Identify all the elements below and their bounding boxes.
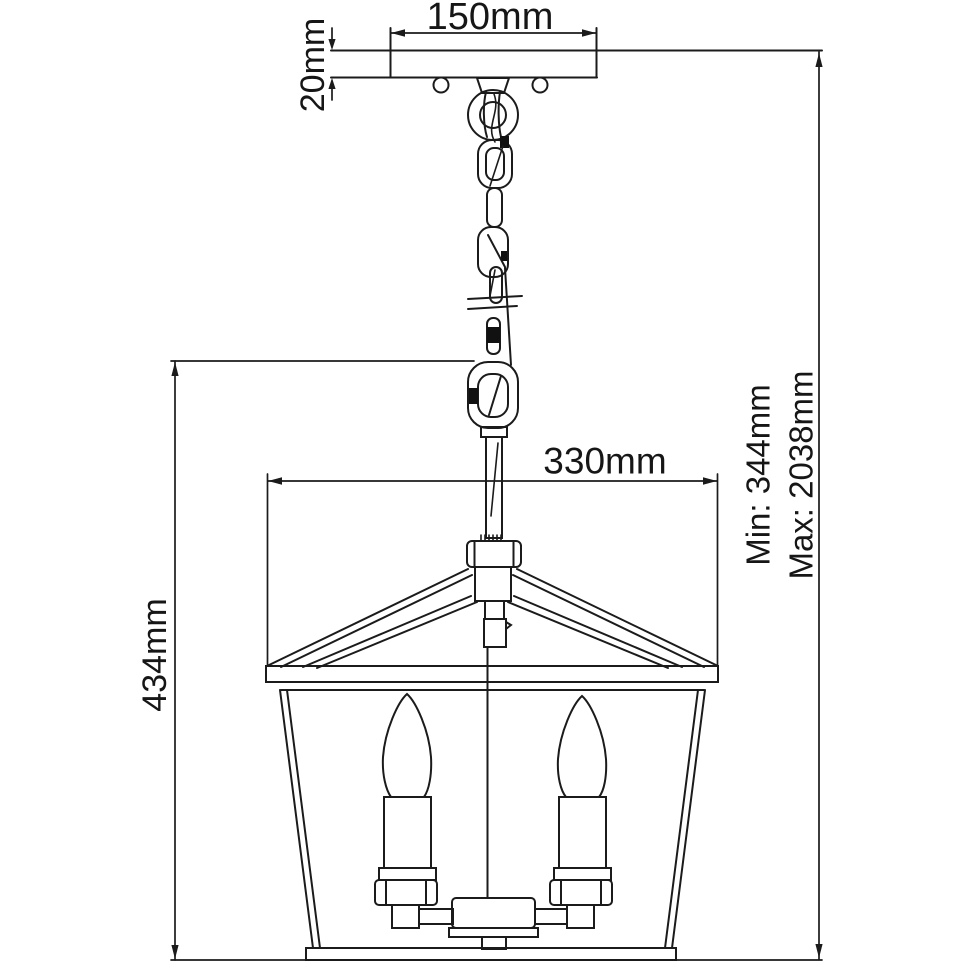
hook-ring-inner <box>479 101 507 129</box>
dimension-lantern-height <box>170 360 475 961</box>
stem-block <box>474 566 512 602</box>
hook-ring-outer <box>467 89 519 141</box>
candle-right <box>534 694 613 929</box>
socket-nut-left <box>374 879 438 906</box>
candle-sleeve-right <box>558 796 607 869</box>
lantern-body <box>279 689 706 961</box>
label-lantern-width: 330mm <box>543 440 667 482</box>
bulb-left <box>381 692 433 798</box>
candle-sleeve-left <box>383 796 432 869</box>
bulb-right <box>556 694 608 798</box>
lantern-roof <box>265 568 719 691</box>
downrod <box>466 426 522 899</box>
label-canopy-width: 150mm <box>426 0 554 38</box>
center-hub <box>448 897 539 950</box>
label-min-drop: Min: 344mm <box>739 384 777 566</box>
label-canopy-height: 20mm <box>294 17 332 113</box>
arm-left <box>418 908 454 925</box>
arm-right <box>534 908 568 925</box>
canopy-screw-left <box>432 76 450 94</box>
stem-lower-block <box>483 618 507 648</box>
candle-left <box>374 692 454 929</box>
ceiling-plate <box>330 27 823 94</box>
dimension-overall-drop <box>170 51 823 961</box>
dimension-canopy-height <box>328 27 336 101</box>
top-band <box>265 665 719 683</box>
hanging-chain <box>467 89 523 429</box>
label-lantern-height: 434mm <box>136 598 174 712</box>
label-max-drop: Max: 2038mm <box>782 370 820 580</box>
dimension-canopy-width <box>390 29 597 37</box>
canopy-screw-right <box>531 76 549 94</box>
socket-nut-right <box>549 879 613 906</box>
dimension-lantern-width <box>266 473 719 667</box>
